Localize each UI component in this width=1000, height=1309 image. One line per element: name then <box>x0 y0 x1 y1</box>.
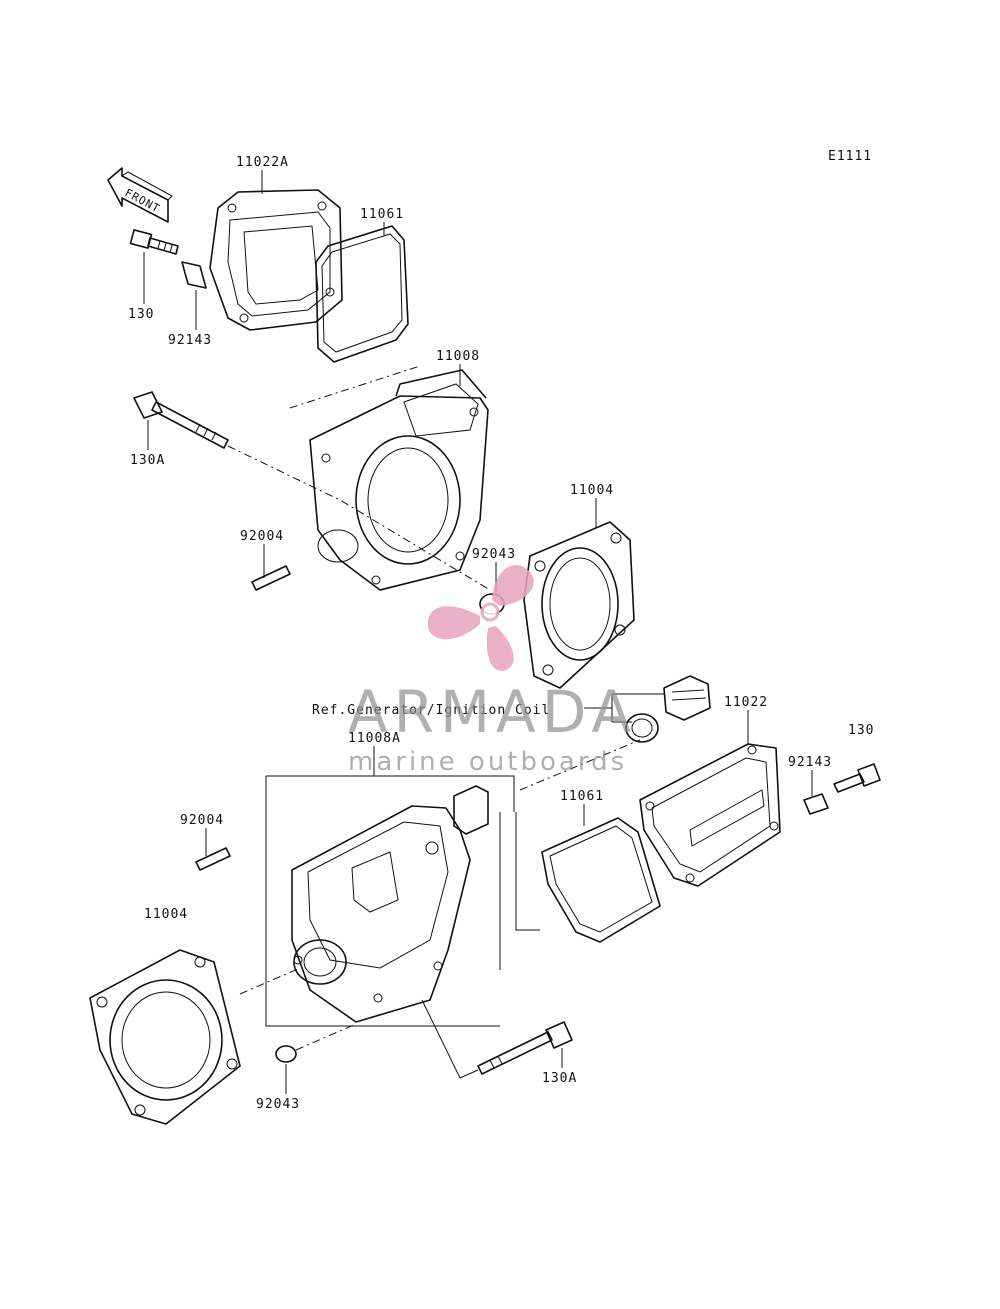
label-92143-right: 92143 <box>788 755 832 770</box>
diagram-code: E1111 <box>828 149 872 164</box>
head-gasket-top <box>523 521 635 689</box>
label-130A-bottom: 130A <box>542 1071 577 1086</box>
label-11008: 11008 <box>436 349 480 364</box>
dowel-92043-bottom <box>275 1045 297 1063</box>
label-11061-top: 11061 <box>360 207 404 222</box>
bolt-130-right <box>833 763 881 793</box>
cylinder-block-top <box>309 369 489 591</box>
cover-gasket-bottom <box>541 817 661 943</box>
label-11008A: 11008A <box>348 731 401 746</box>
label-130A-top: 130A <box>130 453 165 468</box>
label-92043-top: 92043 <box>472 547 516 562</box>
watermark-tagline: marine outboards <box>348 747 627 777</box>
head-gasket-bottom <box>89 949 241 1125</box>
bolt-130A-bottom <box>477 1021 573 1075</box>
bolt-130A-top <box>133 391 229 449</box>
label-92004-top: 92004 <box>240 529 284 544</box>
label-11061-bottom: 11061 <box>560 789 604 804</box>
bolt-130-top <box>129 229 179 255</box>
label-92043-bottom: 92043 <box>256 1097 300 1112</box>
inspection-plug <box>663 675 711 721</box>
plug-seal-ring <box>625 713 659 743</box>
stud-92004-bottom <box>195 847 231 871</box>
label-130-right: 130 <box>848 723 874 738</box>
collar-92143-top <box>181 261 207 289</box>
brand-watermark: ARMADA marine outboards <box>348 564 637 777</box>
label-11004-top: 11004 <box>570 483 614 498</box>
front-arrow-icon: FRONT <box>107 167 173 223</box>
cylinder-head-cover-bottom <box>639 743 781 887</box>
cover-gasket-top <box>315 225 409 363</box>
label-11022: 11022 <box>724 695 768 710</box>
label-11022A: 11022A <box>236 155 289 170</box>
stud-92004-top <box>251 565 291 591</box>
collar-92143-right <box>803 793 829 815</box>
watermark-brand: ARMADA <box>348 678 637 746</box>
label-92004-bottom: 92004 <box>180 813 224 828</box>
label-92143-top: 92143 <box>168 333 212 348</box>
propeller-logo-icon <box>427 564 534 671</box>
cylinder-head-cover-top <box>209 189 343 331</box>
cylinder-block-bottom <box>291 785 489 1023</box>
label-11004-bottom: 11004 <box>144 907 188 922</box>
label-130-top: 130 <box>128 307 154 322</box>
reference-note: Ref.Generator/Ignition Coil <box>312 703 550 718</box>
